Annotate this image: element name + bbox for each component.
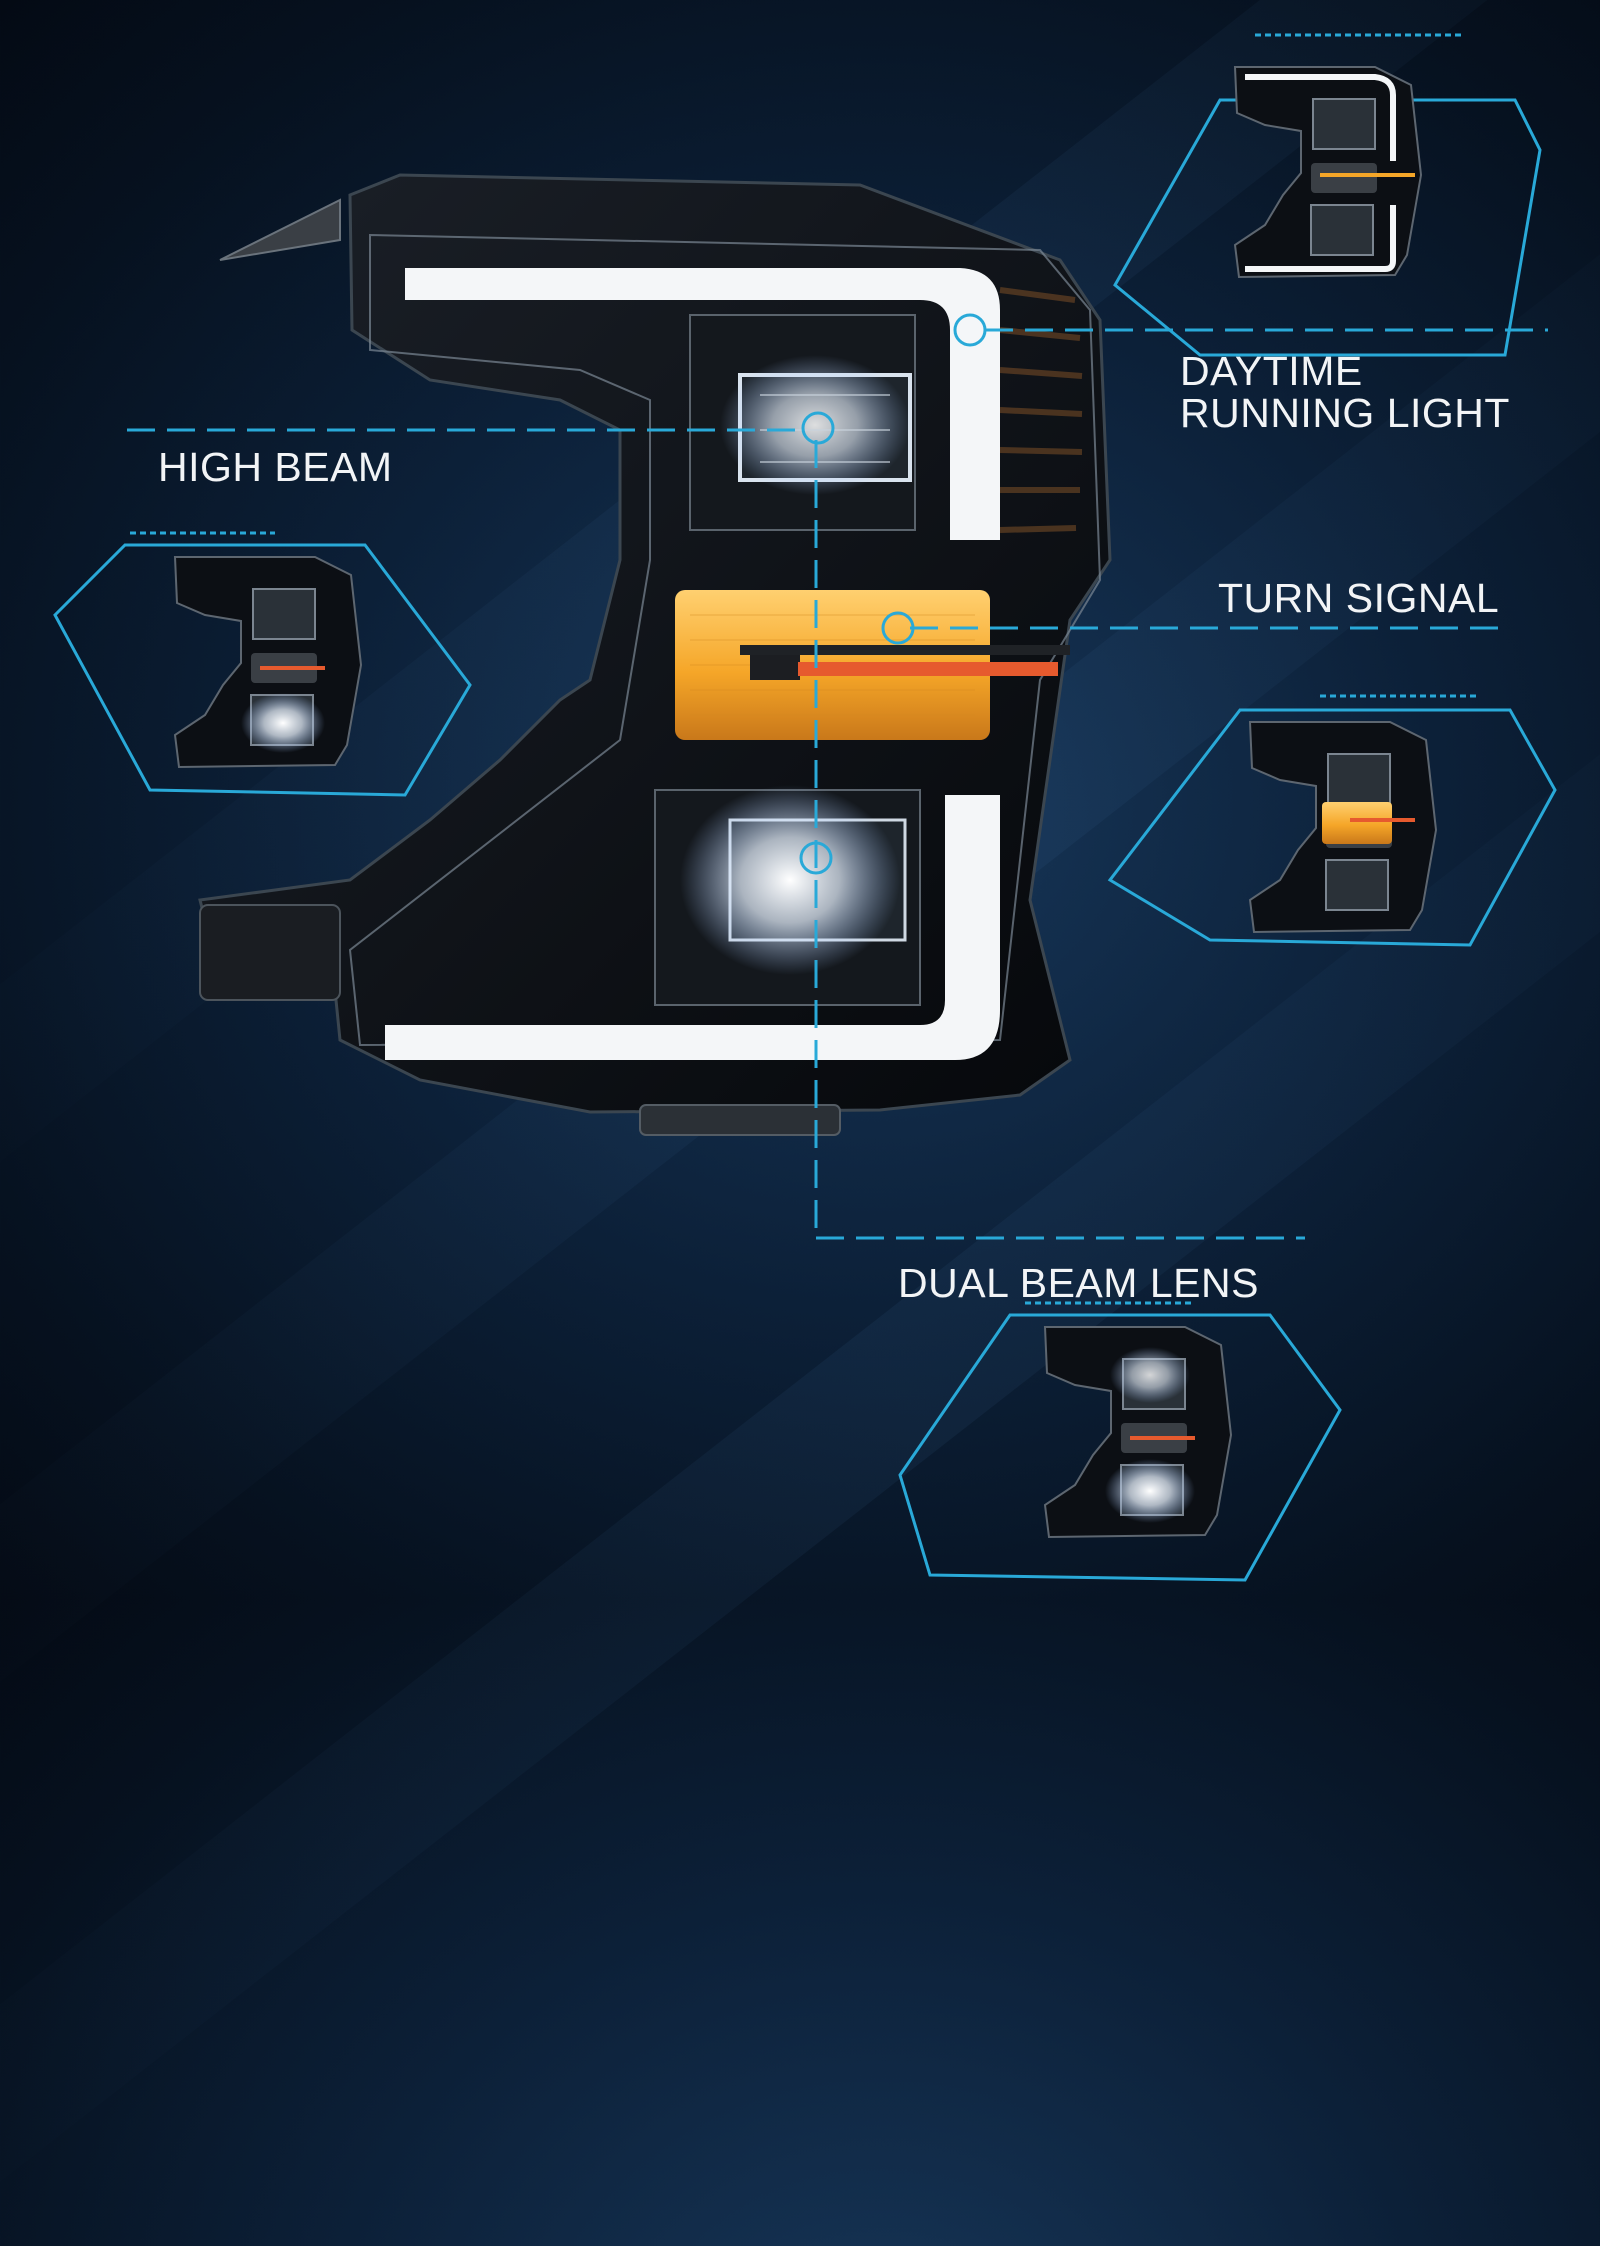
callout-lines [127,313,1548,1240]
drl-label: DAYTIME RUNNING LIGHT [1180,348,1510,436]
high-beam-label: HIGH BEAM [158,444,393,490]
dual-beam-label: DUAL BEAM LENS [898,1260,1259,1306]
drl-light-bar [385,268,1000,1060]
turn-signal-label: TURN SIGNAL [1218,575,1500,621]
inset-turn-signal [1107,694,1557,947]
inset-high-beam [53,531,472,797]
headlight-illustration [53,33,1557,1582]
inset-dual-beam [898,1301,1342,1582]
inset-drl [1113,33,1542,357]
